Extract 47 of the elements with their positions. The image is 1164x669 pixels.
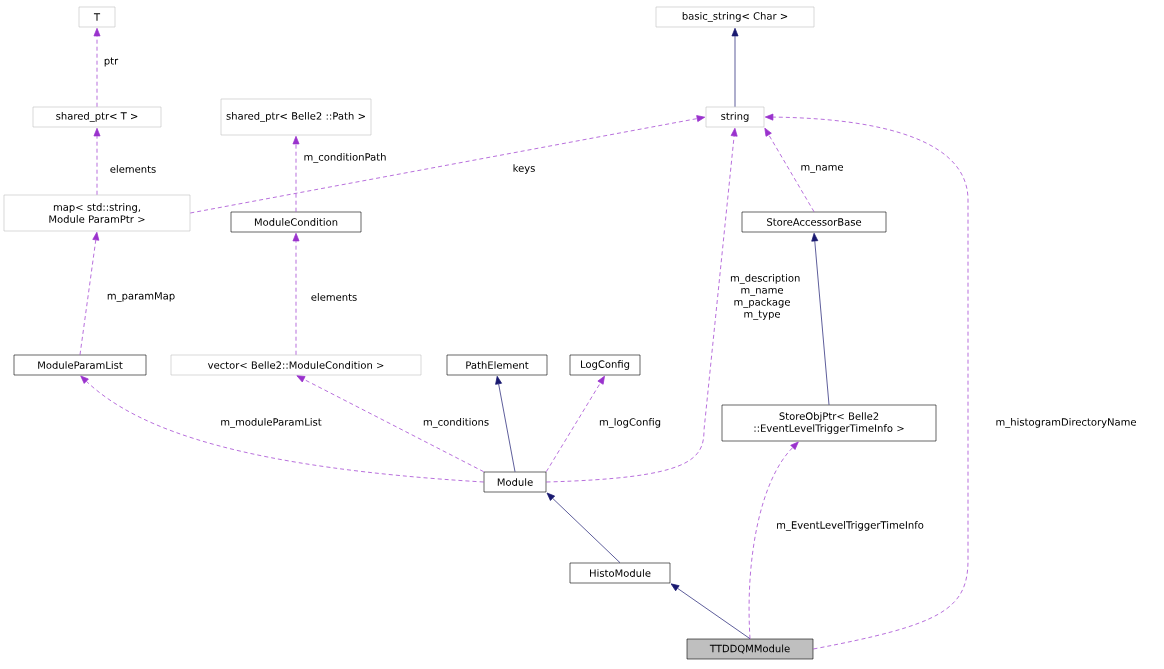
dashed-arrow: [292, 232, 300, 356]
edge-label: m_EventLevelTriggerTimeInfo: [775, 520, 925, 532]
dashed-arrow: [292, 135, 300, 213]
dashed-arrow: [764, 113, 969, 650]
class-box: shared_ptr< T >: [32, 106, 162, 128]
arrow: [495, 375, 516, 473]
class-box: map< std::string, Module ParamPtr >: [3, 194, 191, 232]
dashed-arrow: [79, 231, 100, 356]
edge-label: elements: [108, 164, 158, 174]
class-box: Module: [483, 471, 547, 493]
arrow: [731, 27, 739, 108]
class-box: shared_ptr< Belle2 ::Path >: [220, 98, 372, 136]
class-box: T: [78, 6, 116, 28]
edge-label: m_moduleParamList: [219, 417, 323, 429]
dashed-arrow: [296, 375, 485, 473]
class-box: ModuleCondition: [230, 211, 362, 233]
class-box: LogConfig: [569, 354, 641, 376]
edge-label: keys: [511, 163, 537, 175]
class-box: StoreAccessorBase: [741, 211, 887, 233]
class-box: ModuleParamList: [13, 354, 147, 376]
dashed-arrow: [748, 441, 799, 640]
arrow: [546, 492, 621, 564]
class-box: PathElement: [446, 354, 548, 376]
dashed-arrow: [189, 115, 706, 214]
dashed-arrow: [545, 375, 605, 473]
dashed-arrow: [93, 127, 101, 196]
edge-label: m_name: [799, 164, 845, 174]
dashed-arrow: [80, 375, 485, 483]
edge-label: m_paramMap: [105, 291, 177, 303]
edge-label: m_description m_name m_package m_type: [729, 273, 800, 321]
edge-label: m_histogramDirectoryName: [994, 417, 1138, 429]
class-box: TTDDQMModule: [686, 638, 814, 660]
edge-label: m_conditions: [421, 417, 491, 429]
edge-label: m_logConfig: [597, 417, 663, 429]
arrow: [811, 232, 830, 406]
dashed-arrow: [93, 27, 101, 108]
edge-label: elements: [309, 292, 359, 302]
arrow: [670, 583, 751, 640]
class-box: vector< Belle2::ModuleCondition >: [170, 354, 422, 376]
class-box: HistoModule: [569, 562, 671, 584]
dashed-arrow: [764, 127, 815, 213]
dashed-arrow: [545, 127, 738, 483]
edge-label: ptr: [102, 56, 120, 68]
class-box: basic_string< Char >: [655, 6, 815, 28]
class-box: StoreObjPtr< Belle2 ::EventLevelTriggerTimeInfo >: [721, 404, 937, 442]
class-box: string: [705, 106, 765, 128]
edge-label: m_conditionPath: [302, 152, 388, 164]
